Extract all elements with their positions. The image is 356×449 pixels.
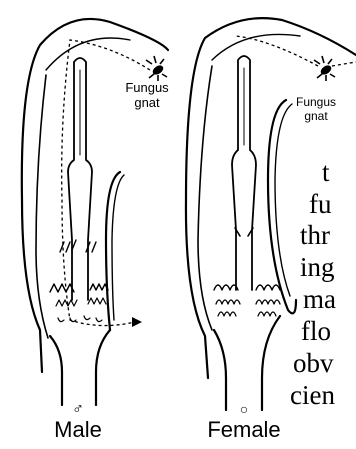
male-insect-label-line1: Fungus	[125, 80, 169, 95]
body-text-line: t	[322, 157, 330, 187]
body-text-line: flo	[301, 316, 331, 346]
body-text-line: ma	[303, 284, 336, 314]
male-flower	[22, 19, 168, 405]
female-gnat-flight-path	[236, 36, 356, 66]
male-symbol-icon: ♂	[72, 401, 84, 418]
fungus-gnat-icon	[146, 56, 167, 81]
body-text-line: cien	[290, 380, 335, 410]
female-insect-label-line1: Fungus	[296, 95, 336, 109]
body-text-line: thr	[300, 220, 330, 250]
male-caption: Male	[54, 417, 102, 442]
female-caption: Female	[207, 417, 280, 442]
male-exit-arrowhead	[132, 317, 142, 327]
female-symbol-icon: ○	[240, 401, 248, 417]
body-text-column: t fu thr ing ma flo obv cien	[290, 157, 336, 410]
fungus-gnat-icon	[314, 56, 335, 81]
male-insect-label-line2: gnat	[134, 95, 160, 110]
body-text-line: ing	[300, 252, 335, 282]
body-text-line: fu	[309, 189, 332, 219]
body-text-line: obv	[293, 348, 334, 378]
female-insect-label-line2: gnat	[304, 109, 328, 123]
